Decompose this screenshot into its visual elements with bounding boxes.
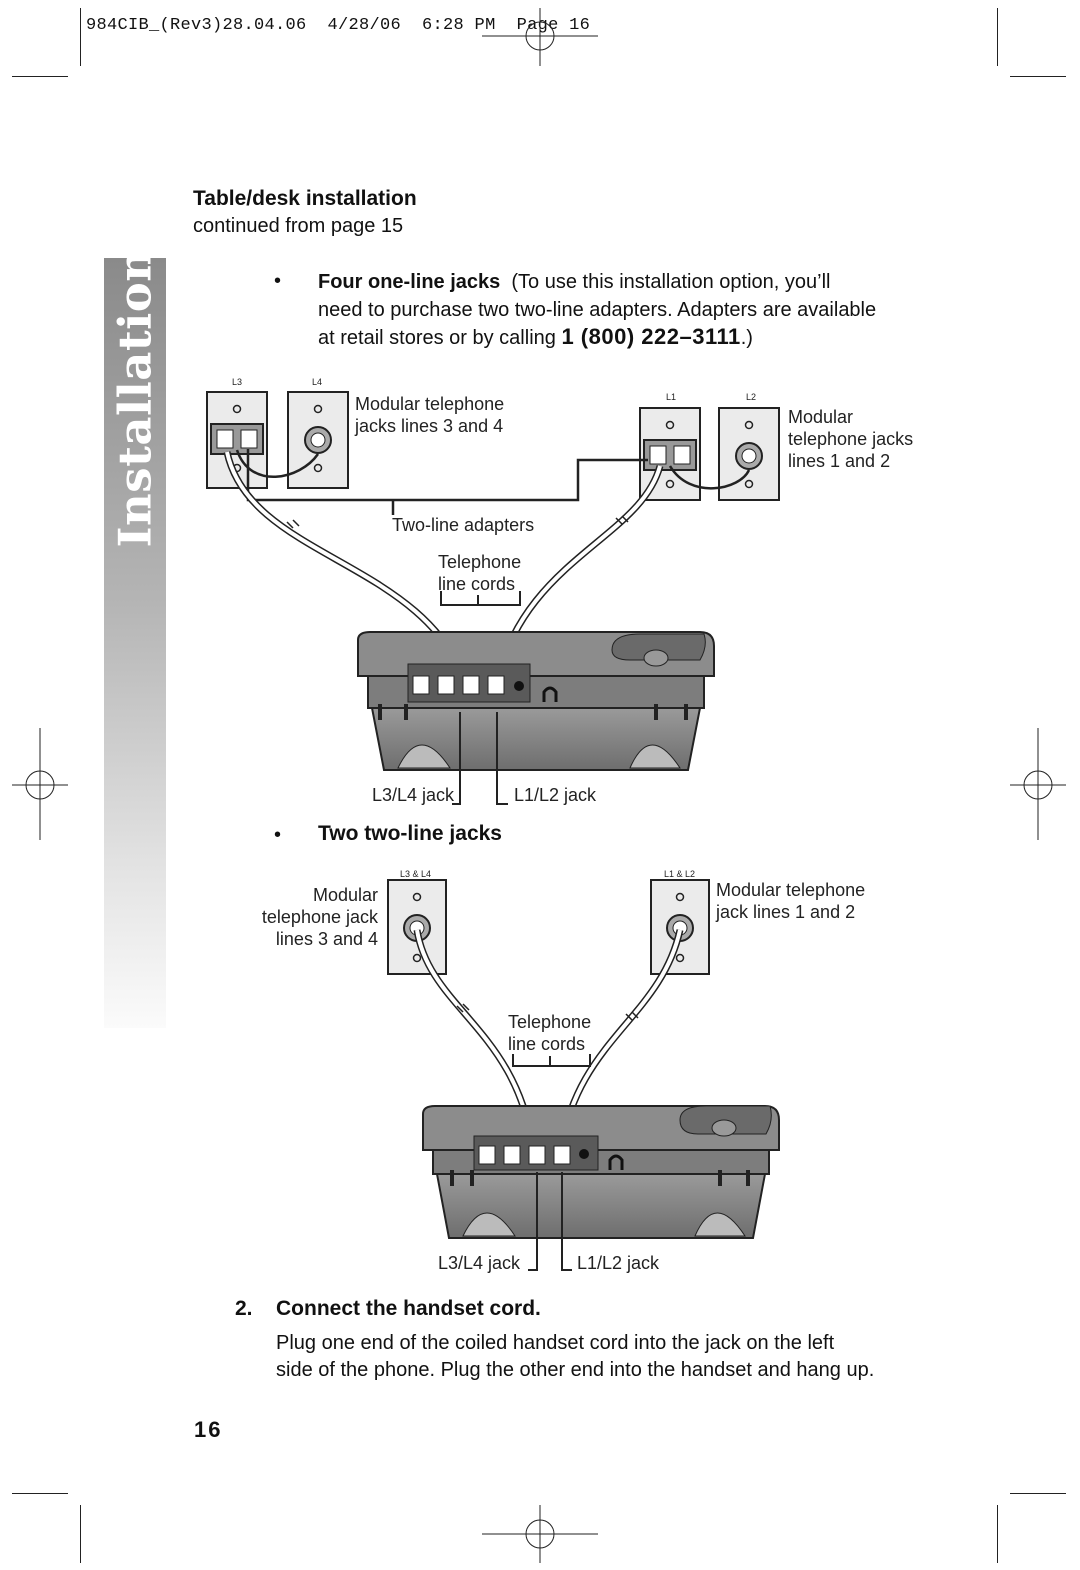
option2-title: Two two-line jacks: [318, 822, 502, 845]
jack-tag-l1: L1: [666, 392, 677, 402]
section-tab-background: [104, 258, 166, 1028]
phone-base-2: [422, 1105, 780, 1271]
option1-text3: at retail stores or by calling: [318, 327, 556, 349]
jack-tag-l2: L2: [746, 392, 757, 402]
option1-text3-suffix: .): [740, 327, 753, 349]
jack-tag-l1-l2: L1 & L2: [664, 869, 696, 879]
label-l1l2-jack-2: L1/L2 jack: [577, 1253, 660, 1273]
phone-base-1: [357, 631, 715, 805]
section-title: Table/desk installation: [193, 187, 417, 210]
option1-line2: need to purchase two two-line adapters. …: [318, 299, 877, 321]
section-continued: continued from page 15: [193, 215, 404, 237]
step-text-line2: side of the phone. Plug the other end in…: [276, 1359, 875, 1381]
jack-tag-l3-l4: L3 & L4: [400, 869, 432, 879]
wall-plate-l3-l4: [387, 879, 447, 975]
wall-plate-l4: [287, 391, 349, 489]
phone-number: 1 (800) 222–3111: [561, 324, 741, 349]
two-line-adapter-left: [210, 423, 264, 455]
step-number: 2.: [235, 1297, 253, 1320]
wall-plate-l1-l2: [650, 879, 710, 975]
option1-title: Four one-line jacks: [318, 271, 501, 293]
label-two-line-adapters: Two-line adapters: [392, 515, 535, 535]
jack-tag-l4: L4: [312, 377, 323, 387]
adapter-lines: [235, 449, 751, 515]
option1-text1: (To use this installation option, you’ll: [511, 271, 831, 293]
two-line-adapter-right: [643, 439, 697, 471]
page-number: 16: [194, 1417, 223, 1442]
print-slug: 984CIB_(Rev3)28.04.06 4/28/06 6:28 PM Pa…: [86, 16, 591, 35]
bullet: •: [274, 824, 282, 846]
label-l1l2-jack: L1/L2 jack: [514, 785, 597, 805]
step-title: Connect the handset cord.: [276, 1297, 541, 1320]
jack-tag-l3: L3: [232, 377, 243, 387]
wall-plate-l2: [718, 407, 780, 501]
step-text-line1: Plug one end of the coiled handset cord …: [276, 1332, 835, 1354]
bullet: •: [274, 270, 282, 292]
label-l3l4-jack: L3/L4 jack: [372, 785, 455, 805]
option1-line3: at retail stores or by calling 1 (800) 2…: [318, 323, 753, 352]
label-l3l4-jack-2: L3/L4 jack: [438, 1253, 521, 1273]
option1-line1: Four one-line jacks (To use this install…: [318, 268, 830, 296]
